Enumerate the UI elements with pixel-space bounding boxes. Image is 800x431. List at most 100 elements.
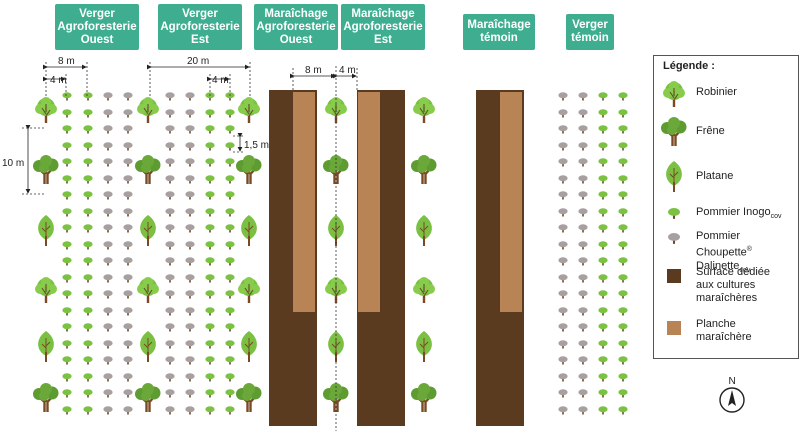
platane-icon (415, 214, 433, 247)
pommier-choupette-icon (185, 175, 195, 184)
measure-8m-maraichage: 8 m (305, 65, 322, 76)
pommier-inogo-icon (83, 175, 93, 184)
pommier-inogo-icon (62, 208, 72, 217)
pommier-choupette-icon (103, 241, 113, 250)
pommier-inogo-icon (225, 224, 235, 233)
pommier-choupette-icon (165, 406, 175, 415)
pommier-inogo-icon (225, 389, 235, 398)
pommier-choupette-icon (165, 389, 175, 398)
legend-inogo-label: Pommier Inogocov (696, 206, 782, 221)
pommier-inogo-icon (83, 208, 93, 217)
pommier-inogo-icon (205, 208, 215, 217)
pommier-inogo-icon (83, 389, 93, 398)
pommier-inogo-icon (618, 257, 628, 266)
pommier-choupette-icon (123, 307, 133, 316)
guides (22, 62, 358, 431)
pommier-inogo-icon (62, 373, 72, 382)
pommier-inogo-icon (225, 125, 235, 134)
pommier-choupette-icon (103, 142, 113, 151)
pommier-choupette-icon (165, 340, 175, 349)
pommier-inogo-icon (205, 158, 215, 167)
pommier-choupette-icon (185, 290, 195, 299)
pommier-choupette-icon (558, 142, 568, 151)
pommier-choupette-icon (123, 356, 133, 365)
platane-icon (37, 214, 55, 247)
pommier-inogo-icon (205, 125, 215, 134)
pommier-inogo-icon (618, 92, 628, 101)
pommier-inogo-icon (62, 125, 72, 134)
pommier-choupette-icon (558, 224, 568, 233)
compass-icon: N (719, 376, 745, 413)
pommier-inogo-icon (618, 158, 628, 167)
legend-platane-label: Platane (696, 170, 734, 182)
pommier-choupette-icon (558, 307, 568, 316)
pommier-choupette-icon (103, 191, 113, 200)
pommier-inogo-icon (205, 191, 215, 200)
platane-icon (415, 330, 433, 363)
pommier-choupette-icon (578, 257, 588, 266)
pommier-choupette-icon (123, 257, 133, 266)
pommier-inogo-icon (618, 373, 628, 382)
measure-20m: 20 m (187, 56, 209, 67)
pommier-inogo-icon (62, 323, 72, 332)
pommier-inogo-icon (618, 175, 628, 184)
pommier-choupette-icon (185, 323, 195, 332)
pommier-choupette-icon (578, 241, 588, 250)
frene-icon (133, 381, 162, 414)
platane-icon (240, 214, 258, 247)
pommier-inogo-icon (618, 224, 628, 233)
pommier-inogo-icon (205, 323, 215, 332)
pommier-inogo-icon (598, 340, 608, 349)
pommier-choupette-icon (558, 208, 568, 217)
pommier-inogo-icon (205, 109, 215, 118)
platane-icon (665, 160, 683, 193)
pommier-choupette-icon (185, 109, 195, 118)
pommier-inogo-icon (83, 373, 93, 382)
pommier-choupette-icon (103, 373, 113, 382)
pommier-choupette-icon (165, 274, 175, 283)
pommier-inogo-icon (598, 109, 608, 118)
svg-text:N: N (729, 376, 736, 387)
pommier-choupette-icon (103, 290, 113, 299)
legend-icons (659, 80, 688, 335)
pommier-inogo-icon (62, 274, 72, 283)
pommier-choupette-icon (558, 241, 568, 250)
pommier-choupette-icon (123, 92, 133, 101)
pommier-choupette-icon (123, 175, 133, 184)
pommier-choupette-icon (165, 142, 175, 151)
pommier-choupette-icon (558, 257, 568, 266)
pommier-inogo-icon (598, 257, 608, 266)
pommier-choupette-icon (668, 233, 680, 244)
pommier-inogo-icon (225, 257, 235, 266)
pommier-inogo-icon (598, 406, 608, 415)
robinier-icon (136, 96, 160, 124)
pommier-inogo-icon (205, 274, 215, 283)
pommier-choupette-icon (165, 175, 175, 184)
pommier-choupette-icon (103, 257, 113, 266)
pommier-inogo-icon (83, 142, 93, 151)
pommier-choupette-icon (558, 389, 568, 398)
pommier-inogo-icon (225, 109, 235, 118)
pommier-choupette-icon (558, 290, 568, 299)
pommier-choupette-icon (123, 373, 133, 382)
pommier-inogo-icon (598, 191, 608, 200)
pommier-inogo-icon (205, 340, 215, 349)
pommier-choupette-icon (578, 224, 588, 233)
pommier-inogo-icon (225, 406, 235, 415)
pommier-inogo-icon (598, 389, 608, 398)
pommier-inogo-icon (618, 109, 628, 118)
pommier-inogo-icon (225, 191, 235, 200)
pommier-inogo-icon (83, 356, 93, 365)
robinier-icon (34, 96, 58, 124)
pommier-choupette-icon (165, 109, 175, 118)
pommier-inogo-icon (598, 323, 608, 332)
pommier-inogo-icon (62, 307, 72, 316)
pommier-choupette-icon (185, 356, 195, 365)
pommier-choupette-icon (123, 290, 133, 299)
pommier-choupette-icon (185, 389, 195, 398)
platane-icon (139, 330, 157, 363)
pommier-choupette-icon (123, 241, 133, 250)
